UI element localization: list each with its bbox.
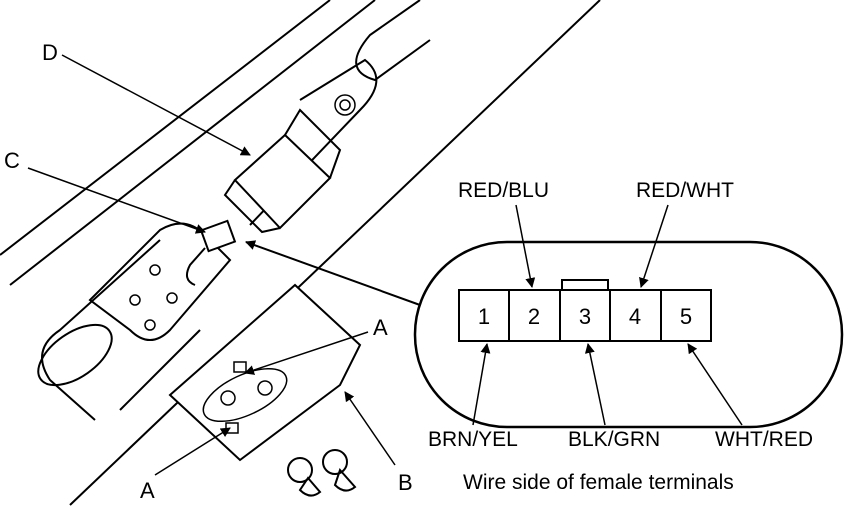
connector-detail: 1 2 3 4 5 RED/BLU RED/WHT BRN/YEL BLK/GR… xyxy=(413,179,844,494)
wire-label-pin4: RED/WHT xyxy=(636,179,734,202)
wire-label-pin3: BLK/GRN xyxy=(568,428,660,451)
wire-label-pin2: RED/BLU xyxy=(458,179,549,202)
pin-5: 5 xyxy=(680,304,692,329)
connector-c xyxy=(185,219,237,286)
switch-body-d xyxy=(223,108,342,234)
pin-3: 3 xyxy=(579,304,591,329)
pin-4: 4 xyxy=(629,304,641,329)
seat-rail-drawing xyxy=(0,0,601,506)
callout-a-bottom: A xyxy=(140,478,155,503)
callout-leaders xyxy=(27,54,396,476)
wire-label-pin1: BRN/YEL xyxy=(428,428,518,451)
callout-b: B xyxy=(398,470,413,495)
callout-a-top: A xyxy=(373,315,388,340)
screws xyxy=(287,449,357,497)
pin-1: 1 xyxy=(478,304,490,329)
callout-d: D xyxy=(42,40,58,65)
pin-2: 2 xyxy=(528,304,540,329)
connector-caption: Wire side of female terminals xyxy=(463,471,734,494)
wire-label-pin5: WHT/RED xyxy=(715,428,813,451)
cover-b xyxy=(168,283,362,462)
pin-row xyxy=(458,289,712,342)
connector-link-arrow xyxy=(245,240,421,306)
connector-tab xyxy=(561,279,609,291)
connector-outline xyxy=(413,240,844,429)
callout-c: C xyxy=(4,148,20,173)
